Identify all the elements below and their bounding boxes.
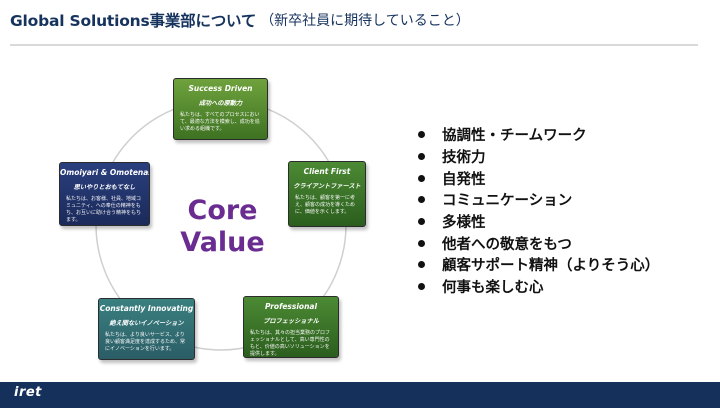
- value-box-title: Success Driven: [188, 84, 253, 93]
- core-value-line2: Value: [180, 227, 265, 258]
- list-item: 顧客サポート精神（よりそう心）: [418, 254, 659, 276]
- list-item-text: 他者への敬意をもつ: [442, 236, 572, 253]
- value-box-body: 私たちは、其々の担当業務のプロフェッショナルとして、高い専門性のもと、价値の高い…: [250, 330, 331, 357]
- value-box-subtitle: 思いやりとおもてなし: [73, 184, 136, 191]
- list-item: コミュニケーション: [418, 189, 659, 211]
- list-item-text: 顧客サポート精神（よりそう心）: [442, 258, 660, 275]
- list-item: 協調性・チームワーク: [418, 124, 659, 146]
- bullet-icon: [418, 196, 425, 204]
- expectations-list: 協調性・チームワーク 技術力 自発性 コミュニケーション 多様性 他者への敬意を…: [418, 124, 659, 298]
- value-box-body: 私たちは、お客様、社員、地域コミュニティ、への奉仕の精神をもち、お互いに助け合う…: [66, 196, 142, 223]
- list-item-text: 技術力: [442, 150, 486, 167]
- value-box-title: Omoiyari & Omotenashi: [60, 168, 149, 177]
- core-value-line1: Core: [187, 195, 258, 226]
- bullet-icon: [418, 261, 425, 269]
- value-box-subtitle: プロフェッショナル: [263, 318, 319, 325]
- list-item-text: コミュニケーション: [442, 193, 573, 210]
- bullet-icon: [418, 239, 425, 247]
- value-box-omoiyari-omotenashi: Omoiyari & Omotenashi 思いやりとおもてなし 私たちは、お客…: [59, 162, 150, 226]
- bullet-icon: [418, 153, 425, 161]
- value-box-success-driven: Success Driven 成功への原動力 私たちは、すべてのプロセスにおいて…: [173, 78, 268, 140]
- value-box-subtitle: クライアントファースト: [293, 183, 361, 190]
- list-item: 何事も楽しむ心: [418, 276, 659, 298]
- page-subtitle: （新卒社員に期待していること）: [260, 13, 470, 29]
- footer-bar: [0, 382, 720, 408]
- title-divider: [10, 44, 698, 46]
- bullet-icon: [418, 283, 425, 291]
- value-box-constantly-innovating: Constantly Innovating 絶え間ないイノベーション 私たちは、…: [98, 298, 195, 360]
- value-box-subtitle: 成功への原動力: [198, 100, 243, 107]
- value-box-title: Constantly Innovating: [99, 304, 194, 313]
- page-title: Global Solutions事業部について: [10, 12, 257, 30]
- list-item-text: 協調性・チームワーク: [442, 128, 587, 145]
- value-box-title: Professional: [264, 302, 318, 311]
- value-box-professional: Professional プロフェッショナル 私たちは、其々の担当業務のプロフェ…: [243, 296, 339, 358]
- list-item-text: 多様性: [442, 215, 486, 232]
- value-box-body: 私たちは、より良いサービス、より良い顧客満足度を達成するため、常にイノベーション…: [105, 332, 186, 352]
- value-box-client-first: Client First クライアントファースト 私たちは、顧客を第一に考え、顧…: [288, 161, 366, 227]
- list-item-text: 自発性: [442, 171, 486, 188]
- bullet-icon: [418, 218, 425, 226]
- list-item: 技術力: [418, 146, 659, 168]
- list-item: 他者への敬意をもつ: [418, 232, 659, 254]
- value-box-title: Client First: [303, 167, 351, 176]
- list-item: 多様性: [418, 211, 659, 233]
- value-box-body: 私たちは、顧客を第一に考え、顧客の成功を導くために、価値を示くします。: [295, 195, 356, 215]
- list-item: 自発性: [418, 167, 659, 189]
- value-box-body: 私たちは、すべてのプロセスにおいて、最適な方法を模索し、成功を追い求める組織です…: [180, 112, 260, 132]
- iret-logo: iret: [14, 385, 42, 400]
- core-value-label: Core Value: [175, 195, 270, 259]
- list-item-text: 何事も楽しむ心: [442, 280, 544, 297]
- value-box-subtitle: 絶え間ないイノベーション: [109, 320, 184, 327]
- bullet-icon: [418, 174, 425, 182]
- page-header: Global Solutions事業部について （新卒社員に期待していること）: [10, 6, 470, 34]
- bullet-icon: [418, 131, 425, 139]
